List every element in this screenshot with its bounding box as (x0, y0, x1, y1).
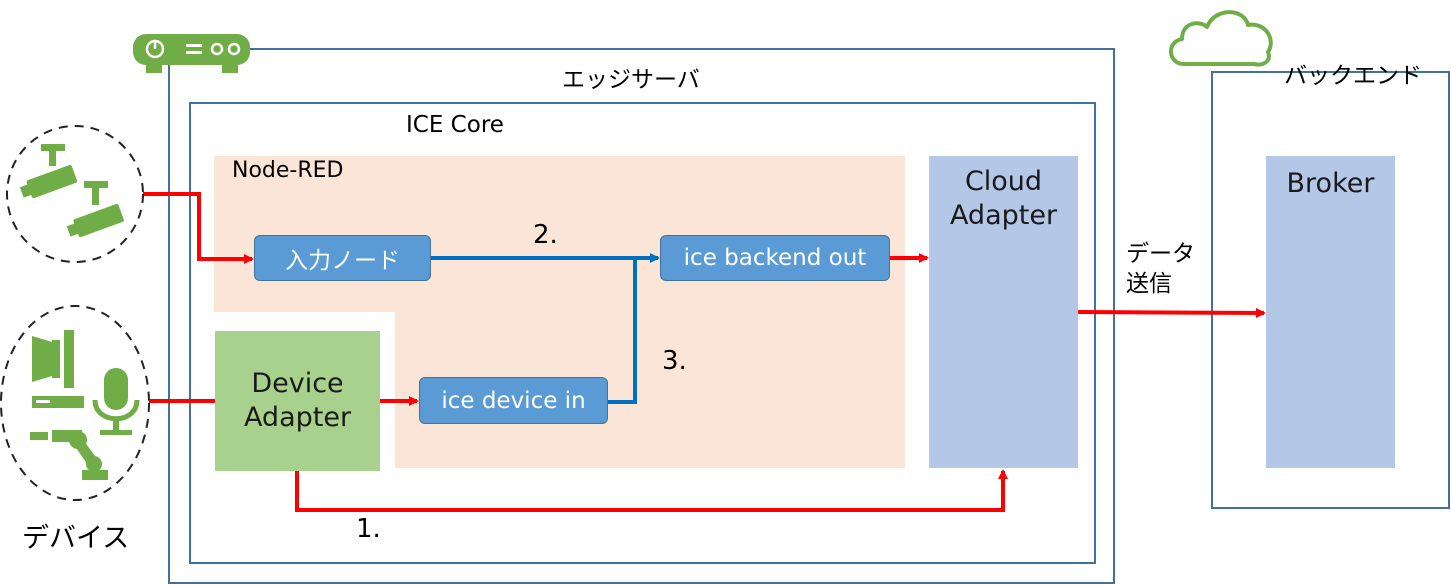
cloud-adapter-line2: Adapter (949, 200, 1058, 231)
node-red-area (214, 156, 905, 312)
cloud-icon (1169, 10, 1273, 67)
edge-server-label: エッジサーバ (562, 67, 700, 93)
ice-core-label: ICE Core (406, 112, 504, 138)
backend-label: バックエンド (1284, 63, 1422, 89)
cloud-adapter-line1: Cloud (964, 166, 1043, 197)
device-in-node: ice device in (419, 377, 608, 424)
cloud-adapter-to-broker-connector (1077, 307, 1266, 318)
device-in-to-backend-out-connector (608, 258, 637, 404)
send-label: データ 送信 (1126, 239, 1195, 299)
device-adapter-to-cloud-adapter-connector (295, 469, 1008, 512)
node-red-label: Node-RED (232, 158, 344, 183)
server-icon (133, 34, 250, 73)
step-1-label: 1. (356, 514, 381, 544)
device-icon (0, 305, 150, 501)
device-adapter-box: Device Adapter (215, 331, 380, 471)
camera-to-input-connector (143, 192, 254, 264)
input-node: 入力ノード (254, 235, 431, 281)
devices-label: デバイス (22, 523, 130, 554)
send-label-line2: 送信 (1126, 271, 1172, 297)
device-adapter-line1: Device (251, 368, 344, 399)
broker-box (1266, 156, 1395, 468)
step-3-label: 3. (662, 346, 687, 376)
broker-label: Broker (1286, 168, 1375, 199)
step-2-label: 2. (533, 220, 558, 250)
backend-out-node: ice backend out (660, 235, 890, 281)
send-label-line1: データ (1126, 241, 1195, 267)
cloud-adapter-box: Cloud Adapter (929, 156, 1078, 468)
camera-icon (6, 125, 144, 263)
device-adapter-line2: Adapter (243, 402, 352, 433)
